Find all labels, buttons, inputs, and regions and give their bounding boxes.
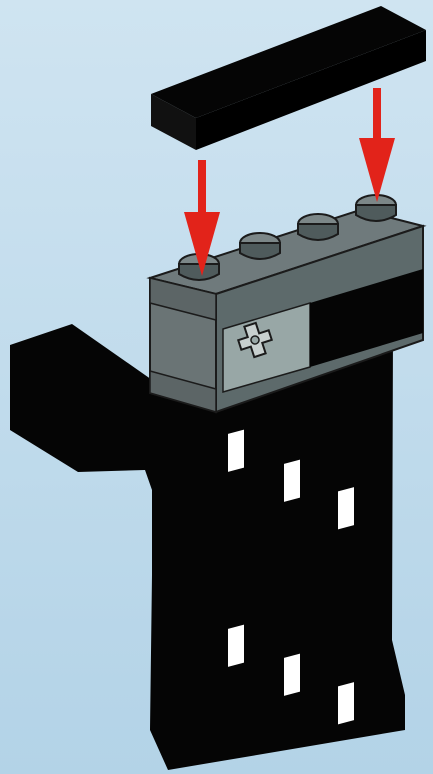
- window-hole: [338, 682, 354, 724]
- stud: [240, 233, 280, 259]
- stud: [298, 214, 338, 240]
- stud-side: [298, 224, 338, 240]
- stud-side: [179, 264, 219, 280]
- window-hole: [284, 460, 300, 502]
- stud-side: [240, 243, 280, 259]
- window-hole: [228, 625, 244, 667]
- window-hole: [284, 654, 300, 696]
- window-hole: [228, 430, 244, 472]
- window-hole: [338, 487, 354, 529]
- stud: [356, 195, 396, 221]
- stud-side: [356, 205, 396, 221]
